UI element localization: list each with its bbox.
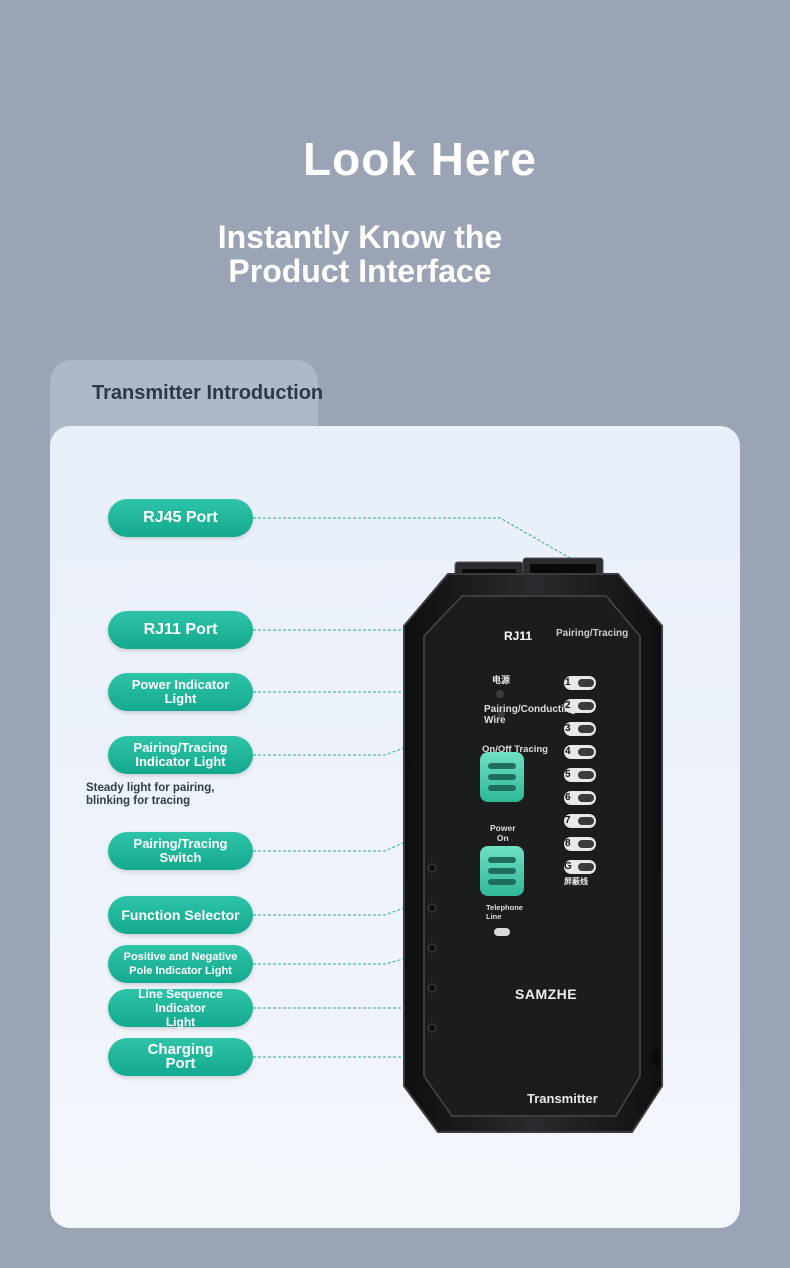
label-rj11-port: RJ11 Port	[108, 611, 253, 649]
led-8: 8	[565, 838, 571, 849]
led-2: 2	[565, 700, 571, 711]
leader-rj45	[253, 517, 578, 563]
label-rj45-port: RJ45 Port	[108, 499, 253, 537]
pairing-switch	[480, 752, 524, 802]
device-onoff-tracing-label: On/Off Tracing	[482, 744, 548, 755]
transmitter-device: RJ11 Pairing/Tracing 电源 Pairing/Conducti…	[400, 556, 666, 1140]
brand-logo: SAMZHE	[515, 986, 578, 1002]
pairing-led	[497, 710, 505, 718]
led-7: 7	[565, 815, 571, 826]
label-pairing-indicator: Pairing/Tracing Indicator Light	[108, 736, 253, 774]
device-body	[403, 557, 663, 1133]
hero-title: Look Here	[303, 133, 537, 185]
label-sequence-light: Line Sequence Indicator Light	[108, 987, 253, 1029]
device-pairing-tracing-label: Pairing/Tracing	[556, 628, 629, 639]
hero-subtitle: Instantly Know the Product Interface	[217, 219, 503, 289]
label-function-selector: Function Selector	[108, 896, 253, 934]
function-selector	[480, 846, 524, 896]
device-telephone-line-label: Telephone Line	[486, 903, 523, 921]
label-power-indicator: Power Indicator Light	[108, 673, 253, 711]
led-3: 3	[565, 723, 571, 734]
led-column	[564, 676, 596, 874]
led-g: G	[564, 861, 572, 872]
section-tab-label: Transmitter Introduction	[92, 382, 324, 404]
device-shield-cn: 屏蔽线	[564, 877, 588, 886]
device-model-label: Transmitter	[527, 1091, 598, 1106]
led-5: 5	[565, 769, 571, 780]
label-pairing-switch: Pairing/Tracing Switch	[108, 832, 253, 870]
polarity-led	[494, 928, 510, 936]
label-polarity-light: Positive and Negative Pole Indicator Lig…	[108, 945, 253, 983]
device-pairing-cond-label: Pairing/Conducting Wire	[484, 704, 577, 726]
device-rj11-label: RJ11	[504, 629, 533, 643]
led-4: 4	[565, 746, 571, 757]
device-power-on-label: Power On	[490, 823, 516, 843]
led-1: 1	[565, 677, 571, 688]
power-led	[496, 690, 504, 698]
label-charging-port: Charging Port	[108, 1038, 253, 1076]
pairing-note: Steady light for pairing, blinking for t…	[86, 782, 215, 807]
led-6: 6	[565, 792, 571, 803]
device-power-cn: 电源	[492, 675, 511, 685]
